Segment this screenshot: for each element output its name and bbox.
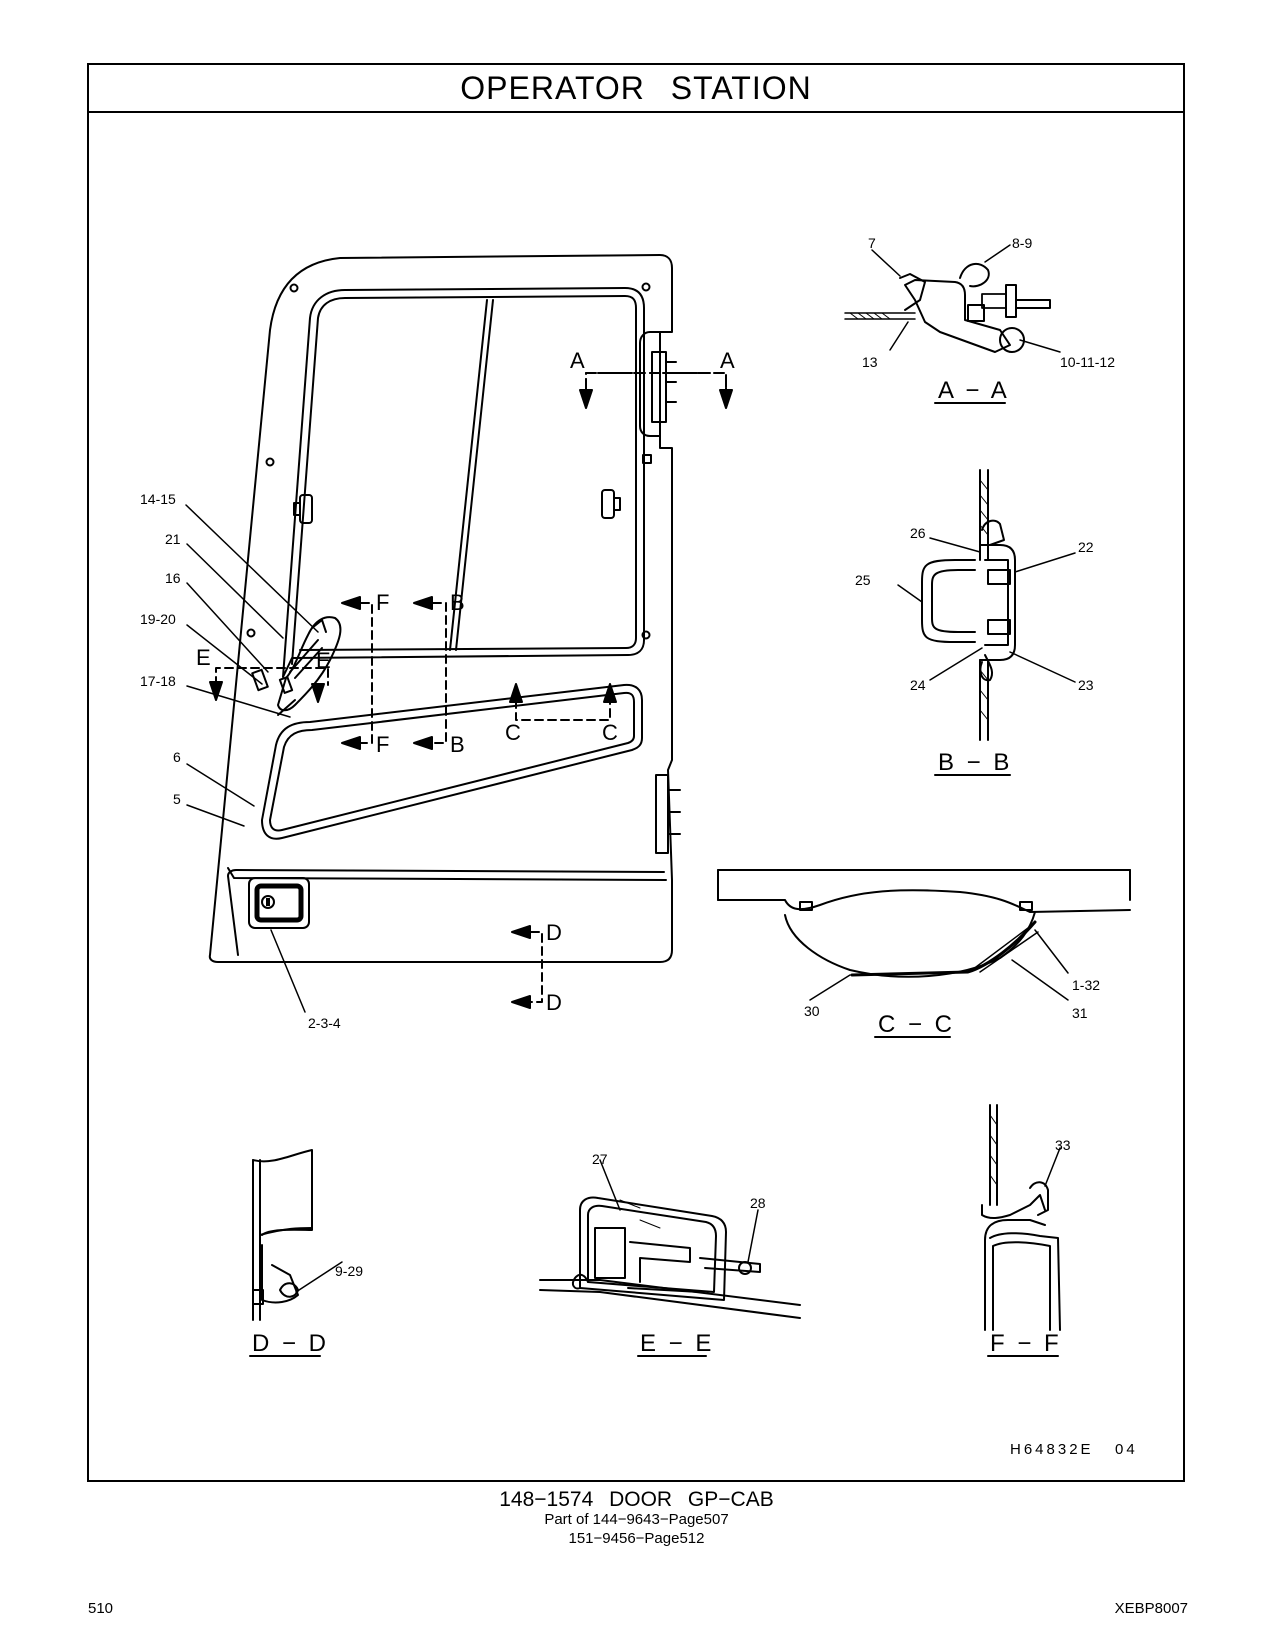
callout-24: 24 xyxy=(910,677,926,693)
callout-1-32: 1-32 xyxy=(1072,977,1100,993)
view-label-d-d: D − D xyxy=(252,1330,326,1357)
title-bar: OPERATOR STATION xyxy=(89,65,1183,113)
illustration-code: H64832E 04 xyxy=(1010,1441,1138,1458)
callout-16: 16 xyxy=(165,570,181,586)
document-id: XEBP8007 xyxy=(1114,1600,1188,1617)
section-d-d-view xyxy=(249,1149,343,1357)
caption-sub-2: 151−9456−Page512 xyxy=(568,1530,705,1547)
callout-8-9: 8-9 xyxy=(1012,235,1032,251)
section-marker-f-bottom: F xyxy=(376,732,389,757)
section-c-c-view xyxy=(717,869,1131,1038)
section-marker-d-top: D xyxy=(546,920,562,945)
callout-labels: 7 8-9 13 10-11-12 26 22 25 24 23 14-15 2… xyxy=(140,235,1115,1279)
view-label-a-a: A − A xyxy=(938,377,1007,404)
callout-31: 31 xyxy=(1072,1005,1088,1021)
section-markers: A A B B F F C C D D E E xyxy=(196,348,735,1015)
callout-13: 13 xyxy=(862,354,878,370)
section-e-e-view xyxy=(539,1159,801,1357)
callout-17-18: 17-18 xyxy=(140,673,176,689)
page-number: 510 xyxy=(88,1600,114,1617)
callout-14-15: 14-15 xyxy=(140,491,176,507)
callout-26: 26 xyxy=(910,525,926,541)
callout-23: 23 xyxy=(1078,677,1094,693)
section-marker-e-right: E xyxy=(316,648,331,673)
section-marker-d-bottom: D xyxy=(546,990,562,1015)
section-b-b-view xyxy=(897,469,1076,776)
callout-7: 7 xyxy=(868,235,876,251)
section-marker-b-bottom: B xyxy=(450,732,465,757)
page-title: OPERATOR STATION xyxy=(460,69,812,106)
view-labels: A − A B − B C − C D − D E − E F − F H648… xyxy=(252,377,1138,1458)
caption-sub-1: Part of 144−9643−Page507 xyxy=(544,1511,729,1528)
callout-10-11-12: 10-11-12 xyxy=(1060,354,1115,370)
callout-2-3-4: 2-3-4 xyxy=(308,1015,341,1031)
section-f-f-view xyxy=(981,1104,1061,1357)
view-label-c-c: C − C xyxy=(878,1011,952,1038)
section-marker-b-top: B xyxy=(450,590,465,615)
callout-30: 30 xyxy=(804,1003,820,1019)
callout-19-20: 19-20 xyxy=(140,611,176,627)
section-marker-a-left: A xyxy=(570,348,585,373)
section-marker-c-left: C xyxy=(505,720,521,745)
callout-28: 28 xyxy=(750,1195,766,1211)
view-label-e-e: E − E xyxy=(640,1330,711,1357)
callout-27: 27 xyxy=(592,1151,608,1167)
callout-5: 5 xyxy=(173,791,181,807)
section-marker-f-top: F xyxy=(376,590,389,615)
section-marker-a-right: A xyxy=(720,348,735,373)
callout-33: 33 xyxy=(1055,1137,1071,1153)
illustration-frame: OPERATOR STATION xyxy=(87,63,1185,1482)
view-label-b-b: B − B xyxy=(938,749,1009,776)
section-marker-c-right: C xyxy=(602,720,618,745)
callout-21: 21 xyxy=(165,531,181,547)
callout-22: 22 xyxy=(1078,539,1094,555)
caption-main: 148−1574 DOOR GP−CAB xyxy=(499,1488,774,1511)
callout-25: 25 xyxy=(855,572,871,588)
section-marker-e-left: E xyxy=(196,645,211,670)
door-main-view xyxy=(185,254,733,1013)
view-label-f-f: F − F xyxy=(990,1330,1059,1357)
callout-6: 6 xyxy=(173,749,181,765)
section-a-a-view xyxy=(844,244,1061,404)
callout-9-29: 9-29 xyxy=(335,1263,363,1279)
